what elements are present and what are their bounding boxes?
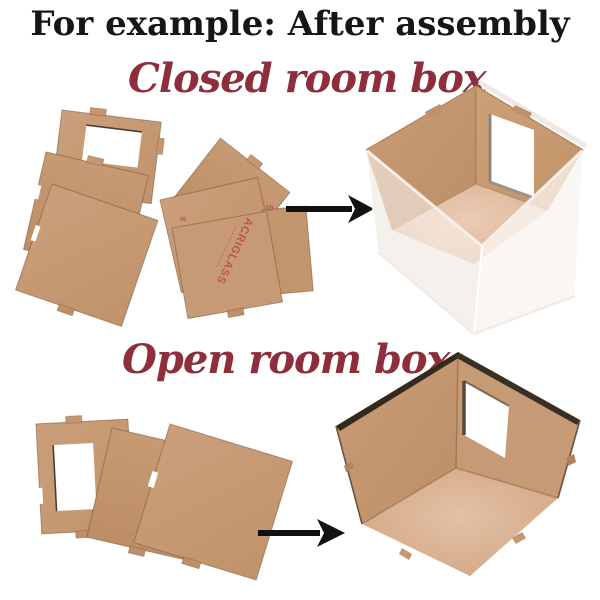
mdf-dark-top-edge	[455, 352, 580, 425]
window-cutout	[53, 443, 97, 512]
closed-flat-panels	[14, 107, 165, 327]
panel-notch	[344, 462, 354, 472]
panel-notch	[89, 107, 107, 117]
panel-notch	[155, 137, 165, 156]
panel-notch	[33, 184, 42, 200]
print-fragment: S	[263, 203, 275, 212]
open-flat-panels	[35, 415, 294, 581]
arrow-right-icon	[258, 519, 345, 547]
panel-notch	[36, 487, 44, 505]
panel-notch	[246, 153, 264, 170]
panel-notch	[181, 556, 202, 570]
open-assembled-box	[335, 351, 581, 576]
window-edge	[52, 445, 58, 512]
panel-notch	[56, 303, 75, 317]
panel-notch	[399, 548, 412, 560]
arrow-head	[348, 195, 374, 223]
closed-room-box-heading: Closed room box	[128, 55, 487, 102]
closed-assembled-box	[365, 79, 588, 336]
panel-notch	[86, 155, 105, 167]
window-cutout	[81, 125, 142, 168]
window-edge	[86, 124, 143, 133]
mdf-dark-top-edge	[336, 352, 460, 431]
acrylic-front-seam	[473, 245, 483, 335]
box-right-wall	[456, 352, 580, 498]
acrylic-rim	[477, 79, 588, 149]
panel-notch	[566, 454, 576, 466]
box-left-wall	[336, 352, 458, 524]
panel-notch	[226, 307, 245, 319]
panel-notch	[65, 415, 83, 424]
arrow-shaft	[286, 206, 352, 212]
page-title: For example: After assembly	[30, 4, 570, 44]
closed-kit-panels-printed: ACRIGLASS S S	[159, 137, 314, 320]
window-edge	[489, 180, 535, 200]
panel-notch	[512, 105, 532, 119]
flat-panel	[14, 183, 159, 327]
arrow-shaft	[258, 530, 320, 536]
window-cutout	[490, 114, 534, 198]
open-room-box-heading: Open room box	[122, 336, 450, 383]
corner-seam	[455, 351, 459, 469]
panel-notch	[30, 224, 41, 242]
window-edge	[463, 380, 510, 407]
panel-notch	[425, 104, 444, 118]
small-print-line	[215, 225, 237, 269]
flat-panel-printed	[171, 210, 284, 320]
mdf-top-edge	[365, 85, 477, 151]
print-fragment: S	[178, 216, 188, 223]
acrylic-bottom-rim	[377, 251, 576, 336]
flat-panel	[133, 423, 294, 581]
arrow-right-icon	[286, 195, 374, 223]
wall-outer-edge	[335, 425, 363, 525]
panel-notch	[147, 470, 159, 488]
panel-notch	[127, 545, 146, 557]
panel-notch	[512, 532, 526, 544]
arrow-head	[317, 519, 345, 547]
